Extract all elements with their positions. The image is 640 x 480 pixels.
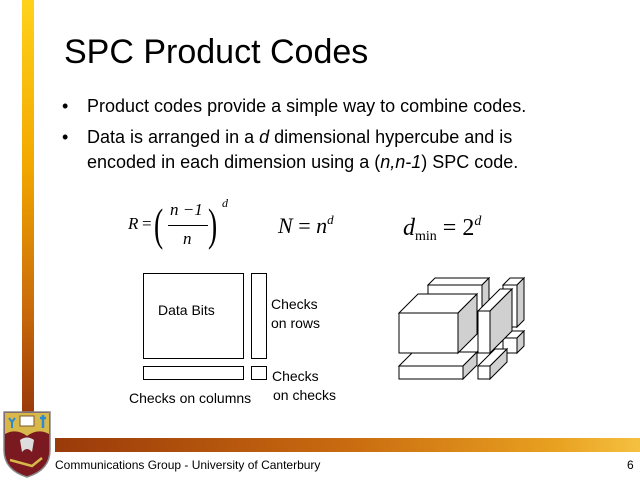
decorative-vertical-bar (22, 0, 34, 412)
text: Checks (272, 368, 319, 384)
text: dimensional hypercube and is (269, 127, 513, 147)
data-bits-block: Data Bits (143, 273, 244, 359)
bullet-2-line-1: Data is arranged in a d dimensional hype… (87, 125, 512, 150)
math-eq: = (442, 215, 457, 241)
text: on checks (273, 387, 337, 403)
checks-on-columns-label: Checks on columns (129, 390, 252, 406)
column-checks-block (143, 366, 244, 380)
bullet-1-text: Product codes provide a simple way to co… (87, 96, 527, 116)
math-exponent: d (474, 214, 482, 229)
slide-title: SPC Product Codes (64, 33, 369, 71)
math-numerator: n −1 (170, 200, 203, 219)
decorative-footer-bar (55, 438, 640, 452)
math-lhs: d (403, 215, 415, 241)
text-var: d (259, 127, 270, 147)
checks-on-rows-label: Checks on rows (271, 295, 320, 333)
math-denominator: n (183, 229, 192, 248)
math-exponent: d (222, 196, 228, 210)
text: encoded in each dimension using a ( (87, 152, 381, 172)
math-eq: = (142, 214, 152, 233)
formula-length: N = nd (278, 212, 334, 239)
paren-left: ( (154, 199, 164, 250)
math-exponent: d (327, 212, 334, 227)
page-number: 6 (627, 458, 634, 472)
fraction-line (168, 225, 208, 226)
math-eq: = (298, 213, 311, 238)
text: Checks (271, 296, 318, 312)
checks-on-checks-label: Checks on checks (272, 367, 336, 405)
cube-block (476, 347, 509, 381)
math-base: n (316, 213, 328, 238)
math-lhs: R (128, 214, 139, 233)
text: on rows (271, 315, 321, 331)
math-base: 2 (462, 215, 475, 241)
text: Data is arranged in a (87, 127, 260, 147)
bullet-2-line-2: encoded in each dimension using a (n,n-1… (87, 150, 518, 175)
cube-block (397, 292, 479, 355)
formula-dmin: dmin = 2d (403, 214, 481, 245)
cube-block (397, 350, 479, 381)
cube-block (476, 287, 514, 355)
math-lhs: N (278, 213, 293, 238)
text-var: n,n-1 (380, 152, 422, 172)
bullet-marker: • (62, 96, 69, 116)
check-on-checks-block (251, 366, 267, 380)
bullet-marker: • (62, 127, 69, 147)
university-crest-logo (3, 411, 51, 478)
data-bits-label: Data Bits (158, 302, 215, 318)
row-checks-block (251, 273, 267, 359)
text: ) SPC code. (421, 152, 519, 172)
math-subscript: min (415, 229, 437, 244)
footer-text: Communications Group - University of Can… (55, 458, 321, 472)
paren-right: ) (208, 199, 218, 250)
